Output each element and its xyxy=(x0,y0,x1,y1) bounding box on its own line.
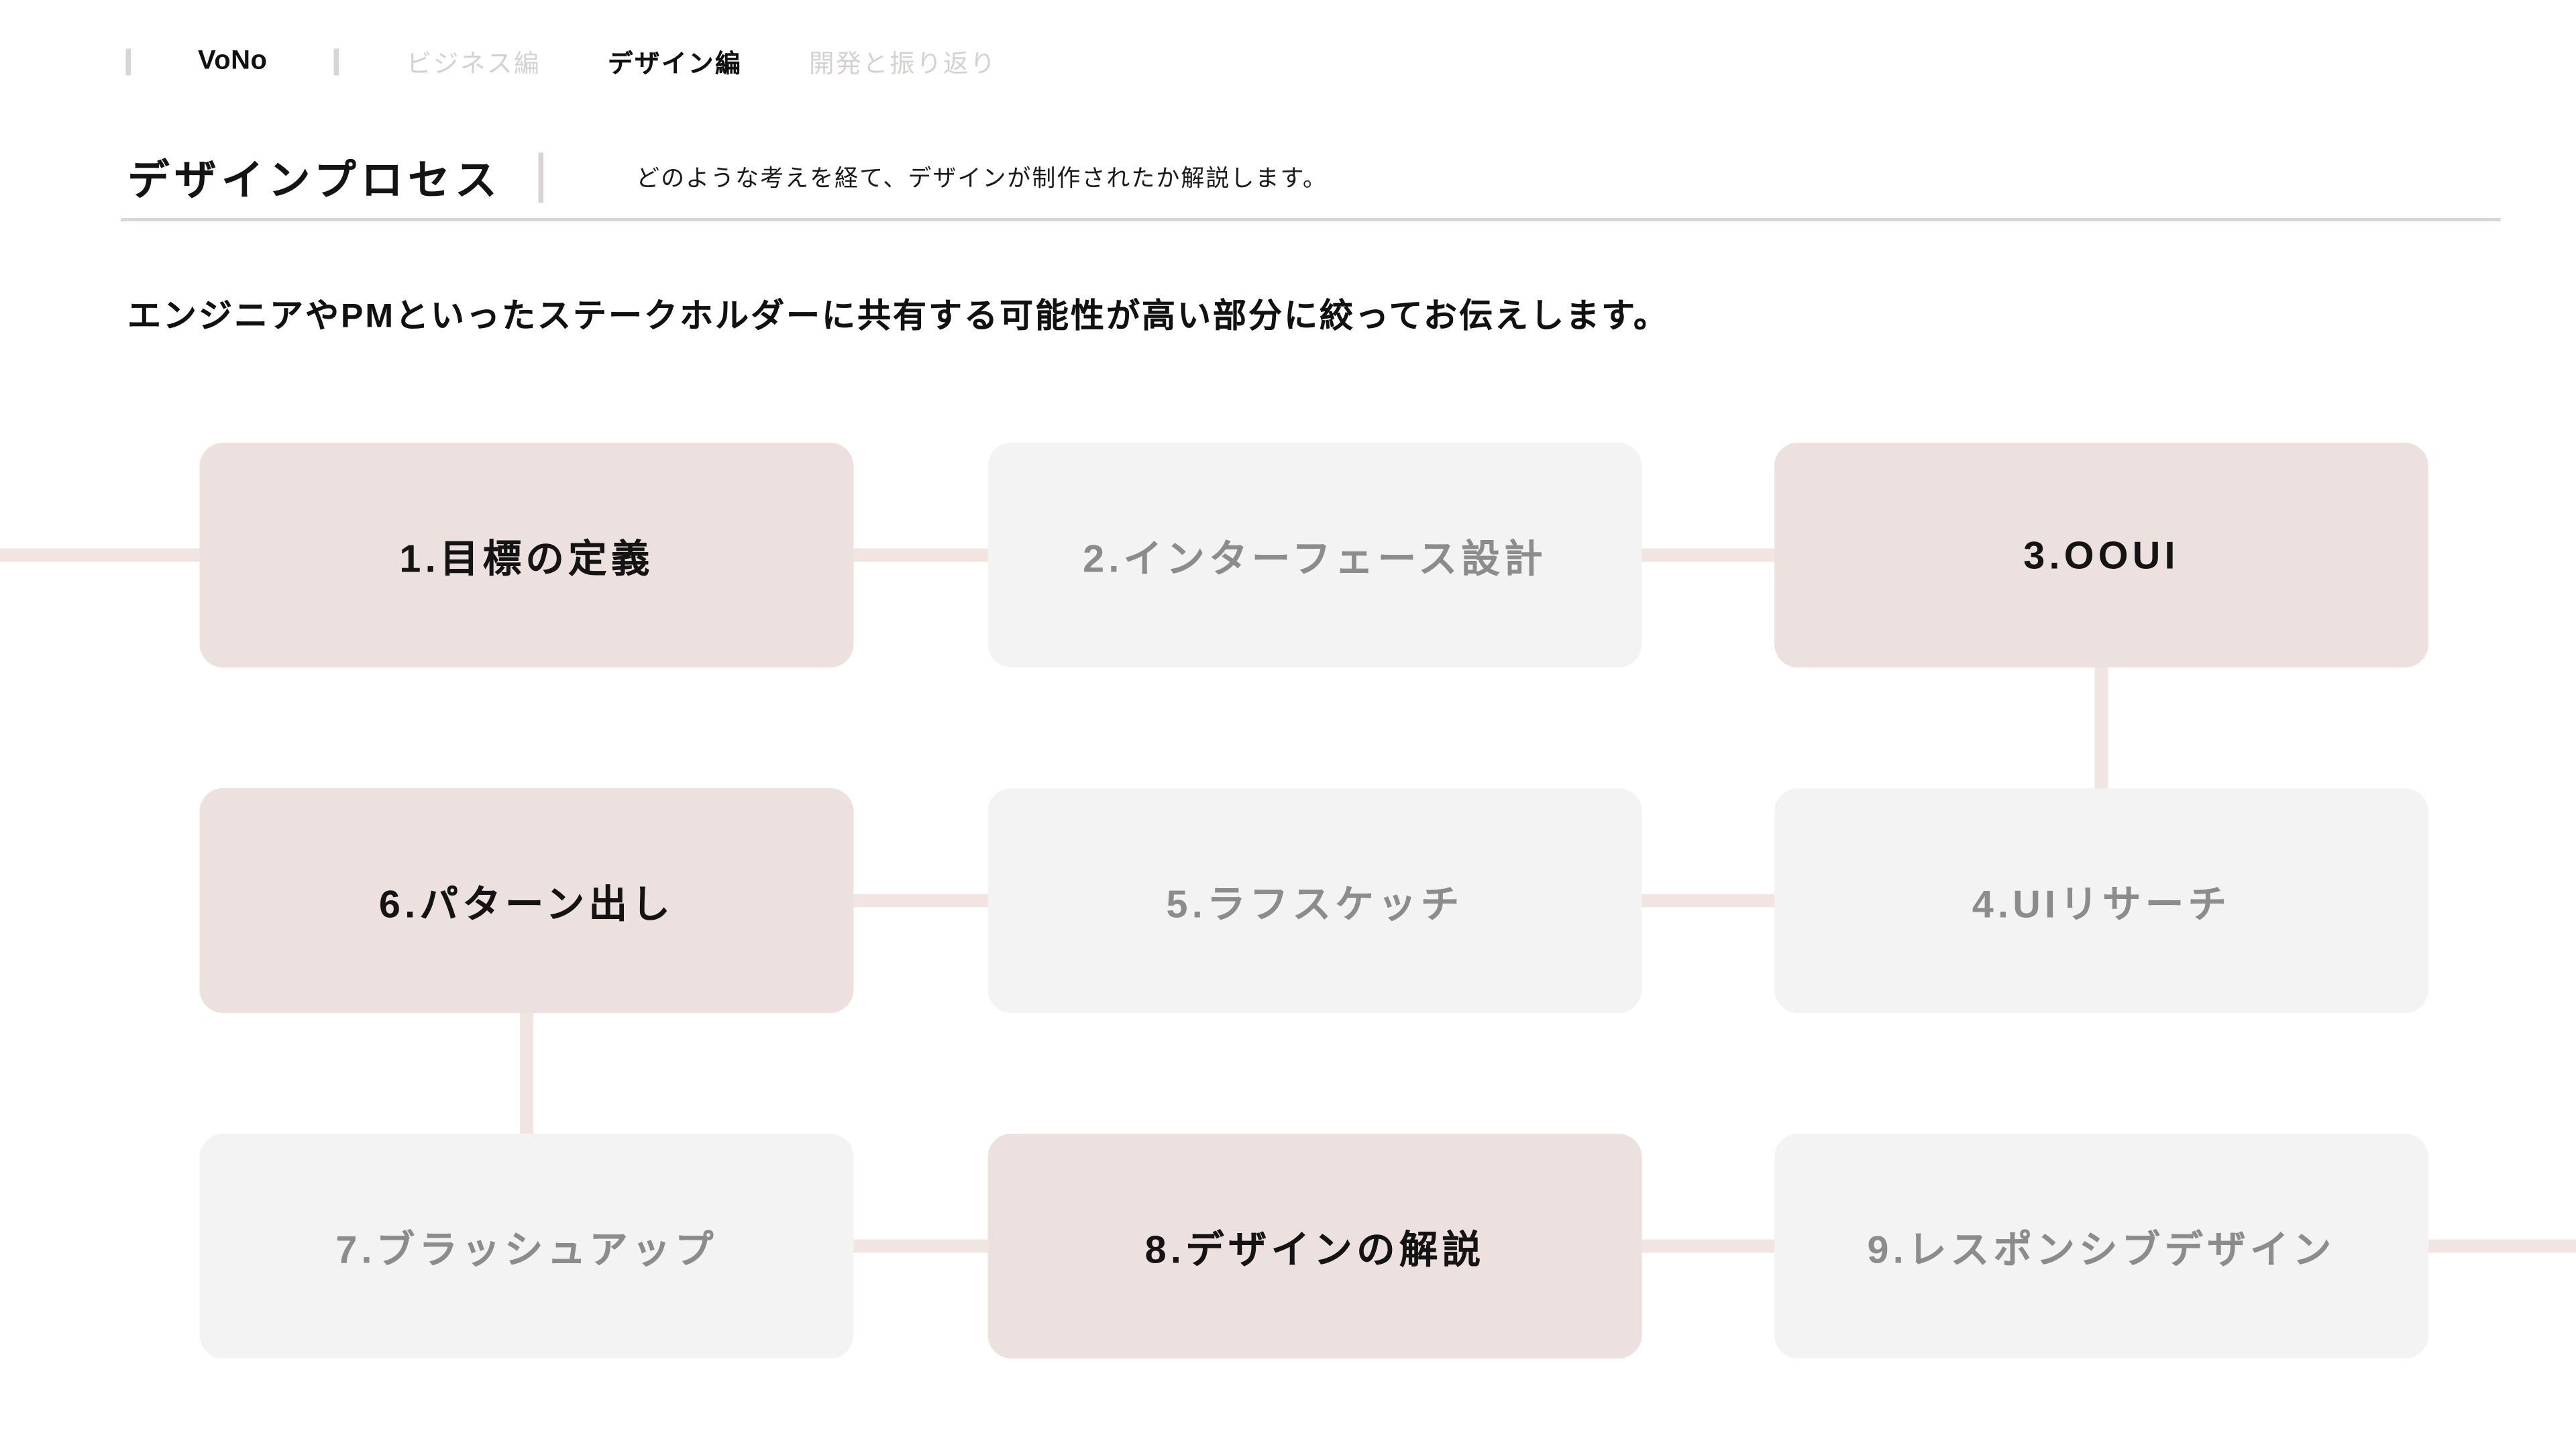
nav-divider xyxy=(125,48,131,76)
flow-step-1-label: 1.目標の定義 xyxy=(399,537,654,580)
flow-step-5-label: 5.ラフスケッチ xyxy=(1166,882,1464,926)
flow-step-6-label: 6.パターン出し xyxy=(378,882,675,926)
flow-step-6: 6.パターン出し xyxy=(199,788,854,1013)
title-divider xyxy=(539,152,544,203)
page-title: デザインプロセス xyxy=(127,158,502,205)
brand-logo: VoNo xyxy=(198,47,268,76)
tab-business[interactable]: ビジネス編 xyxy=(406,49,541,78)
connector-step5-step6 xyxy=(847,894,995,908)
intro-text: エンジニアやPMといったステークホルダーに共有する可能性が高い部分に絞ってお伝え… xyxy=(127,299,1670,335)
connector-step6-step7 xyxy=(520,1006,533,1140)
tab-design[interactable]: デザイン編 xyxy=(608,49,743,78)
flow-step-1: 1.目標の定義 xyxy=(199,443,854,667)
connector-step1-step2 xyxy=(847,548,995,562)
flow-step-3: 3.OOUI xyxy=(1774,443,2428,667)
flow-step-7-label: 7.ブラッシュアップ xyxy=(335,1228,718,1271)
connector-edge-to-step1 xyxy=(0,548,210,562)
connector-step9-to-edge xyxy=(2422,1239,2576,1253)
connector-step8-step9 xyxy=(1635,1239,1783,1253)
flow-step-2-label: 2.インターフェース設計 xyxy=(1083,537,1547,580)
header-rule xyxy=(121,218,2501,221)
connector-step4-step5 xyxy=(1635,894,1783,908)
top-nav: VoNo ビジネス編 デザイン編 開発と振り返り xyxy=(125,47,998,78)
flow-step-8-label: 8.デザインの解説 xyxy=(1144,1228,1485,1271)
flow-step-2: 2.インターフェース設計 xyxy=(987,443,1642,667)
connector-step3-step4 xyxy=(2094,661,2108,795)
flow-step-9-label: 9.レスポンシブデザイン xyxy=(1867,1228,2336,1271)
flow-step-9: 9.レスポンシブデザイン xyxy=(1774,1134,2428,1358)
page-subtitle: どのような考えを経て、デザインが制作されたか解説します。 xyxy=(636,164,1328,191)
flow-step-7: 7.ブラッシュアップ xyxy=(199,1134,854,1358)
flow-step-3-label: 3.OOUI xyxy=(2023,532,2180,576)
connector-step2-step3 xyxy=(1635,548,1783,562)
flow-step-4-label: 4.UIリサーチ xyxy=(1972,882,2231,926)
flow-step-5: 5.ラフスケッチ xyxy=(987,788,1642,1013)
tab-dev-retrospective[interactable]: 開発と振り返り xyxy=(809,49,998,78)
flow-step-8: 8.デザインの解説 xyxy=(987,1134,1642,1358)
nav-divider xyxy=(334,48,339,76)
connector-step7-step8 xyxy=(847,1239,995,1253)
header: デザインプロセス どのような考えを経て、デザインが制作されたか解説します。 xyxy=(127,148,1328,208)
flow-step-4: 4.UIリサーチ xyxy=(1774,788,2428,1013)
